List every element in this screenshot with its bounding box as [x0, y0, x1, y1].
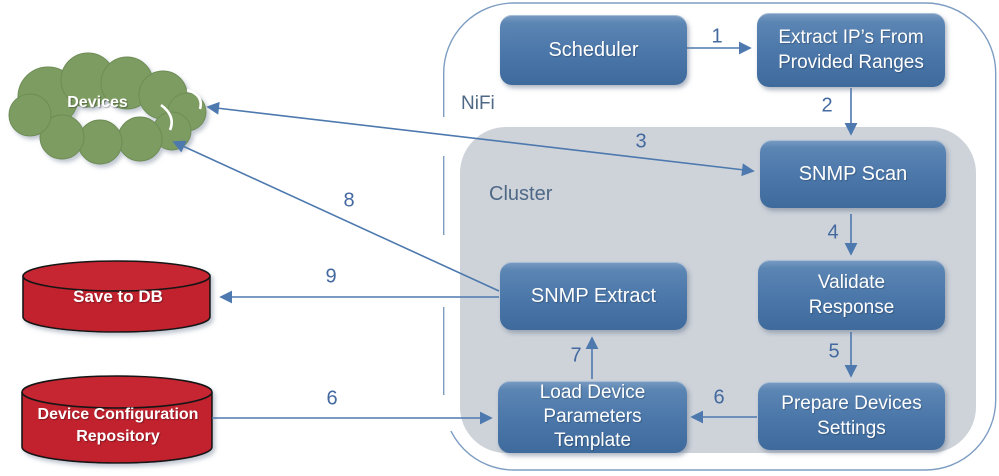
- save-to-db-cylinder: [22, 260, 211, 333]
- step-number-3: 3: [635, 130, 647, 153]
- node-prepare-devices: Prepare Devices Settings: [758, 382, 945, 450]
- node-load-template-label: Load Device Parameters Template: [539, 382, 646, 451]
- connector-lines: [172, 41, 858, 425]
- node-snmp-extract-label: SNMP Extract: [530, 284, 657, 307]
- step-number-9: 9: [325, 265, 337, 288]
- connector-8-extract-to-devices: [172, 140, 500, 292]
- node-scheduler-label: Scheduler: [548, 38, 639, 61]
- save-to-db-label: Save to DB: [73, 287, 163, 306]
- node-extract-ips-label: Extract IP’s From Provided Ranges: [778, 26, 924, 73]
- step-number-5: 5: [828, 340, 840, 363]
- node-scheduler: Scheduler: [500, 15, 687, 85]
- step-number-4: 4: [827, 221, 839, 244]
- node-load-template: Load Device Parameters Template: [498, 381, 687, 453]
- step-number-1: 1: [711, 25, 723, 48]
- step-number-7: 7: [570, 344, 582, 367]
- node-validate-response-label: Validate Response: [808, 271, 895, 318]
- node-snmp-scan: SNMP Scan: [760, 140, 946, 208]
- nifi-group-label: NiFi: [461, 93, 495, 114]
- node-snmp-scan-label: SNMP Scan: [798, 162, 908, 185]
- cluster-group-label: Cluster: [489, 183, 553, 205]
- node-snmp-extract: SNMP Extract: [500, 262, 687, 330]
- device-config-repo-cylinder: [21, 375, 213, 464]
- node-extract-ips: Extract IP’s From Provided Ranges: [757, 13, 945, 87]
- node-prepare-devices-label: Prepare Devices Settings: [781, 392, 922, 439]
- node-validate-response: Validate Response: [758, 260, 945, 330]
- connector-3-devices-scan: [206, 101, 755, 177]
- step-number-6-right: 6: [713, 386, 725, 409]
- step-number-8: 8: [343, 189, 355, 212]
- step-number-2: 2: [821, 94, 833, 117]
- devices-cloud-label: Devices: [67, 94, 128, 111]
- step-number-6-left: 6: [326, 387, 338, 410]
- device-config-repo-label: Device Configuration Repository: [37, 406, 199, 445]
- devices-cloud-shape: [8, 52, 207, 165]
